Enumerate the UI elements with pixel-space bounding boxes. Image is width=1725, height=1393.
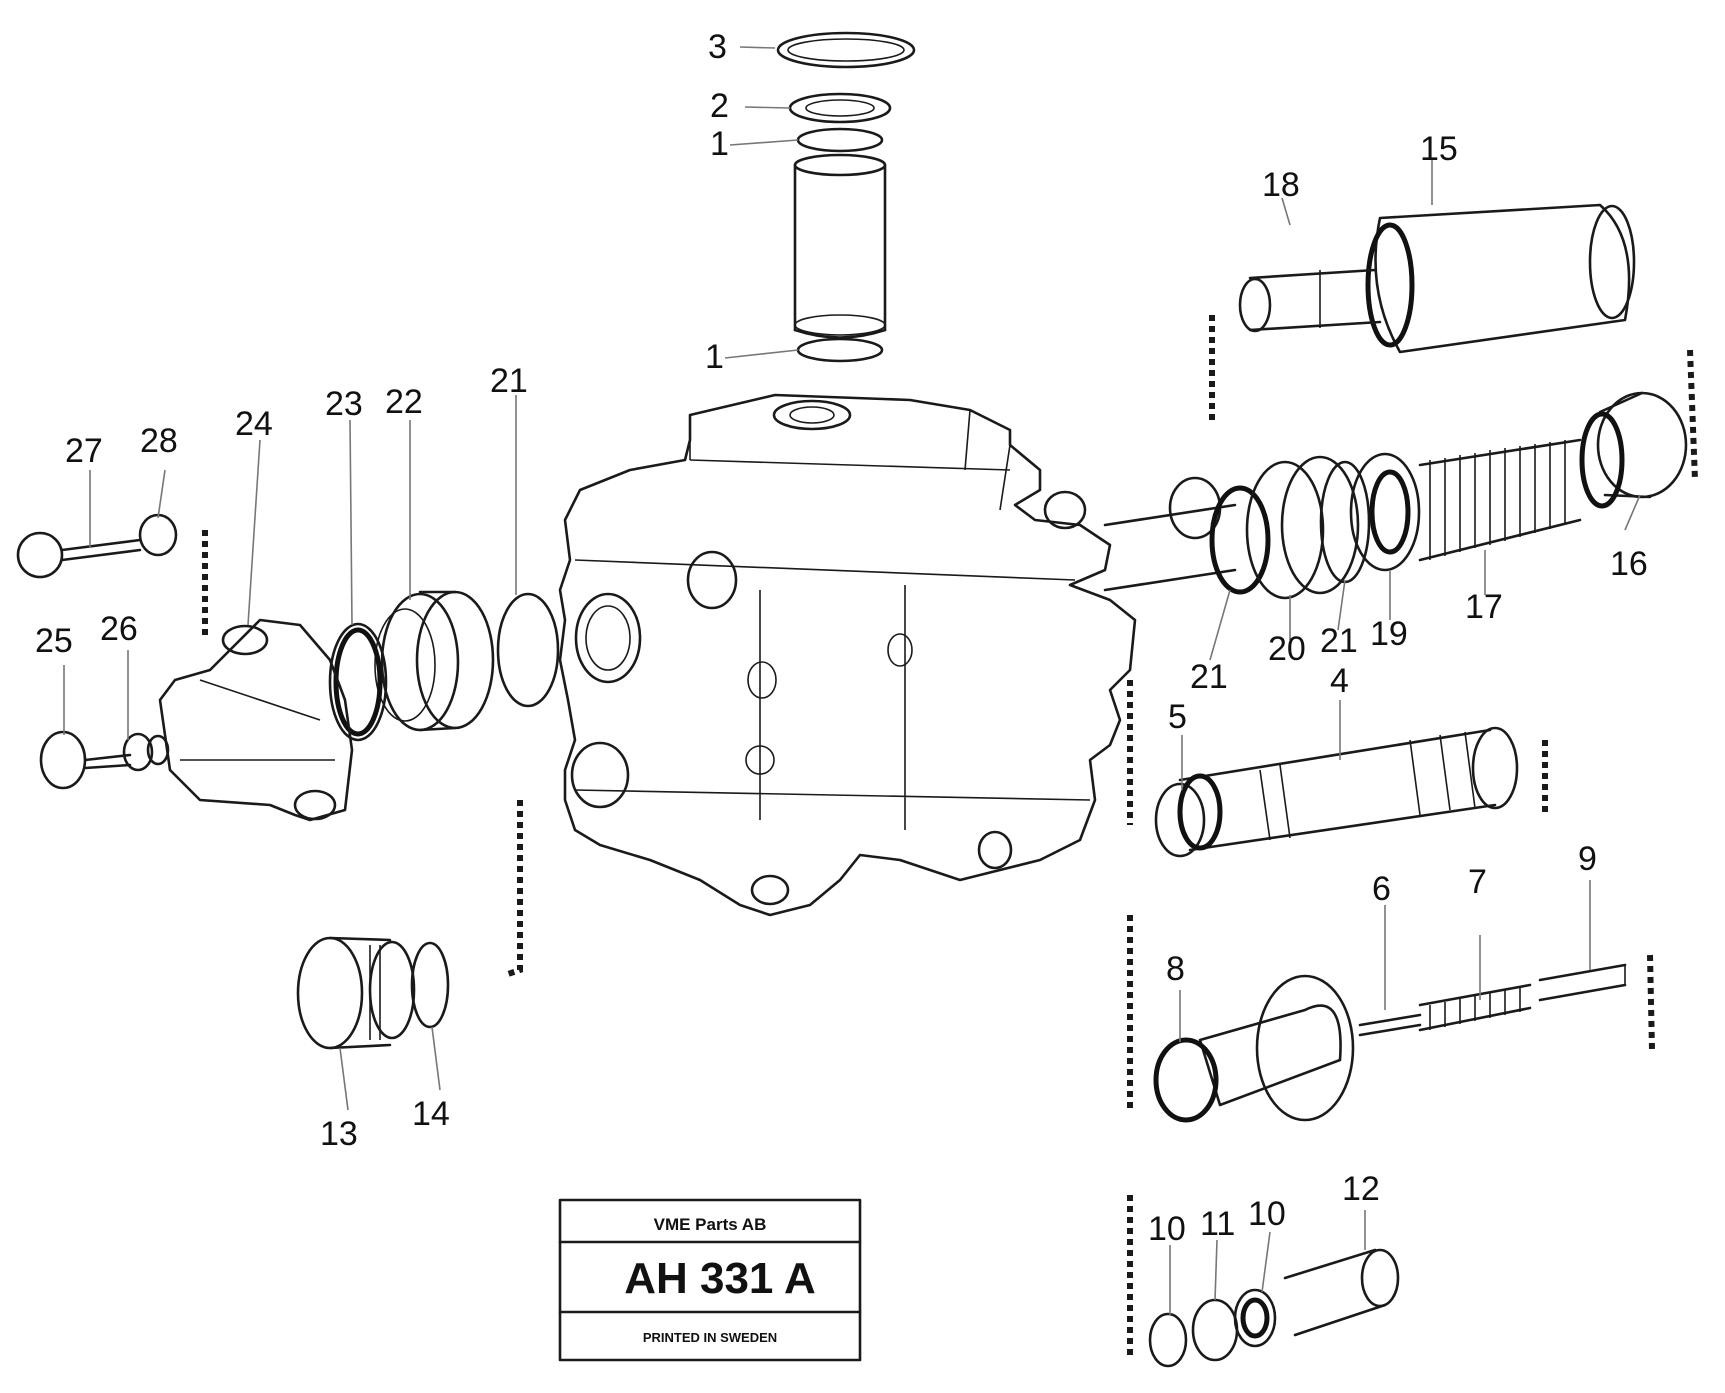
callout-27: 27 <box>65 432 103 470</box>
seal-ring-3 <box>776 31 916 69</box>
id-plate: VME Parts AB AH 331 A PRINTED IN SWEDEN <box>558 1198 862 1362</box>
callout-25: 25 <box>35 622 73 660</box>
plate-code: AH 331 A <box>624 1254 816 1303</box>
washer-21-right <box>1319 460 1371 584</box>
callout-11: 11 <box>1200 1205 1235 1243</box>
o-ring-1-bottom <box>796 337 884 363</box>
spool-shaft <box>1103 476 1237 592</box>
plate-company: VME Parts AB <box>654 1215 767 1234</box>
callout-labels: 3 2 1 1 15 18 16 17 19 21 20 21 21 22 23… <box>35 28 1648 1248</box>
stem-6 <box>1358 1013 1422 1037</box>
spring-17 <box>1418 438 1582 562</box>
callout-18: 18 <box>1262 166 1300 204</box>
leader-lines <box>63 46 1641 1315</box>
callout-26: 26 <box>100 610 138 648</box>
washer-10-a <box>1148 1312 1188 1368</box>
spool-4 <box>1178 726 1519 852</box>
bleed-screw-27-28 <box>16 513 178 579</box>
callout-19: 19 <box>1370 615 1408 653</box>
callout-10-b: 10 <box>1248 1195 1286 1233</box>
callout-23: 23 <box>325 385 363 423</box>
callout-10-a: 10 <box>1148 1210 1186 1248</box>
seal-11 <box>1191 1298 1239 1362</box>
o-ring-21-right <box>1209 485 1271 595</box>
guide-20 <box>1245 455 1360 600</box>
callout-12: 12 <box>1342 1170 1380 1208</box>
callout-1-top: 1 <box>710 125 729 163</box>
spring-7 <box>1418 983 1532 1032</box>
valve-housing <box>558 393 1137 917</box>
piston-18 <box>1238 268 1382 333</box>
callout-1-bottom: 1 <box>705 338 724 376</box>
o-ring-5 <box>1154 773 1223 858</box>
bleed-screw-25-26 <box>39 730 170 790</box>
callout-21-right-a: 21 <box>1190 658 1228 696</box>
callout-2: 2 <box>710 87 729 125</box>
callout-21-right-b: 21 <box>1320 622 1358 660</box>
callout-16: 16 <box>1610 545 1648 583</box>
callout-21-left: 21 <box>490 362 528 400</box>
callout-20: 20 <box>1268 630 1306 668</box>
cover-24 <box>158 618 354 822</box>
callout-15: 15 <box>1420 130 1458 168</box>
callout-22: 22 <box>385 383 423 421</box>
valve-body-8 <box>1153 974 1355 1123</box>
o-ring-23 <box>328 622 388 742</box>
callout-3: 3 <box>708 28 727 66</box>
washer-2 <box>788 92 892 124</box>
callout-7: 7 <box>1468 863 1487 901</box>
callout-13: 13 <box>320 1115 358 1153</box>
callout-14: 14 <box>412 1095 450 1133</box>
sleeve <box>793 153 887 339</box>
callout-9: 9 <box>1578 840 1597 878</box>
o-ring-1-top <box>796 127 884 153</box>
seat-19 <box>1349 452 1421 572</box>
callout-24: 24 <box>235 405 273 443</box>
cap-16 <box>1579 391 1688 509</box>
pin-9 <box>1538 963 1627 1002</box>
callout-17: 17 <box>1465 588 1503 626</box>
piston-22 <box>374 590 495 732</box>
sleeve-12 <box>1283 1248 1400 1337</box>
plug-13 <box>296 936 416 1050</box>
callout-8: 8 <box>1166 950 1185 988</box>
callout-28: 28 <box>140 422 178 460</box>
group-brackets <box>202 315 1698 1355</box>
callout-4: 4 <box>1330 662 1349 700</box>
plate-note: PRINTED IN SWEDEN <box>643 1330 777 1345</box>
washer-10-b <box>1233 1288 1277 1348</box>
callout-6: 6 <box>1372 870 1391 908</box>
cover-15 <box>1365 203 1636 354</box>
o-ring-21-left <box>496 592 560 708</box>
o-ring-14 <box>410 941 450 1029</box>
callout-5: 5 <box>1168 698 1187 736</box>
